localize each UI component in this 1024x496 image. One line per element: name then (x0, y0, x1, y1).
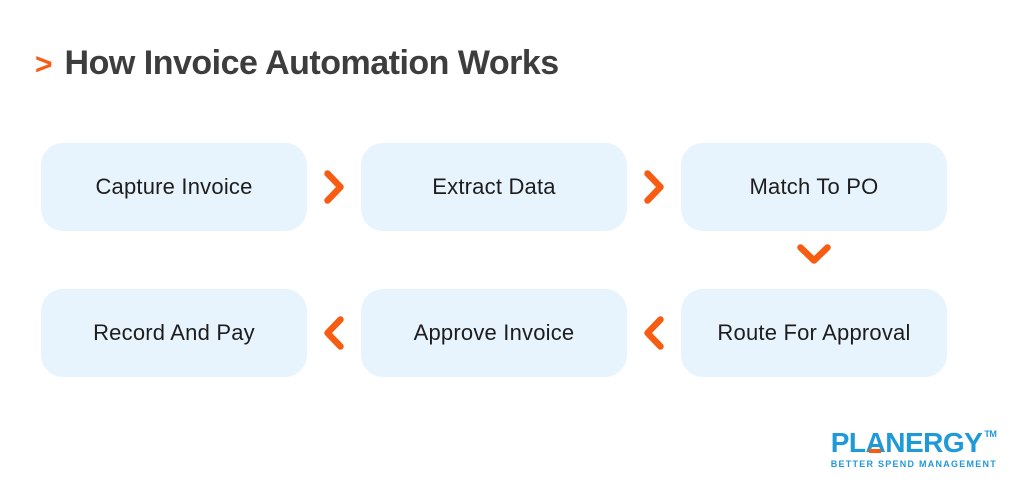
page-title-text: How Invoice Automation Works (64, 44, 560, 82)
step-label: Route For Approval (717, 320, 911, 345)
chevron-right-icon (324, 170, 344, 204)
connector-right-2 (627, 143, 681, 231)
step-label: Extract Data (432, 174, 556, 199)
connector-down-row (41, 231, 947, 289)
connector-right-1 (307, 143, 361, 231)
chevron-left-icon (324, 316, 344, 350)
logo-tagline: BETTER SPEND MANAGEMENT (830, 459, 997, 469)
trademark-symbol: TM (984, 429, 997, 439)
title-marker-chevron: > (35, 48, 53, 81)
connector-left-1 (307, 289, 361, 377)
flow-row-bottom: Record And Pay Approve Invoice Route For… (41, 289, 947, 377)
flow-row-top: Capture Invoice Extract Data Match To PO (41, 143, 947, 231)
step-box-capture-invoice: Capture Invoice (41, 143, 307, 231)
step-label: Capture Invoice (95, 174, 253, 199)
connector-down (795, 242, 833, 268)
step-box-extract-data: Extract Data (361, 143, 627, 231)
connector-left-2 (627, 289, 681, 377)
logo-text-pre: PL (830, 427, 866, 458)
chevron-left-icon (644, 316, 664, 350)
step-box-approve-invoice: Approve Invoice (361, 289, 627, 377)
step-label: Record And Pay (93, 320, 255, 345)
page-title: > How Invoice Automation Works (35, 44, 559, 83)
chevron-down-icon (797, 244, 831, 264)
step-box-record-and-pay: Record And Pay (41, 289, 307, 377)
step-box-match-to-po: Match To PO (681, 143, 947, 231)
logo-text-post: NERGY (885, 427, 983, 458)
step-box-route-for-approval: Route For Approval (681, 289, 947, 377)
chevron-right-icon (644, 170, 664, 204)
step-label: Approve Invoice (413, 320, 575, 345)
step-label: Match To PO (749, 174, 879, 199)
logo-letter-a: A (865, 427, 886, 458)
